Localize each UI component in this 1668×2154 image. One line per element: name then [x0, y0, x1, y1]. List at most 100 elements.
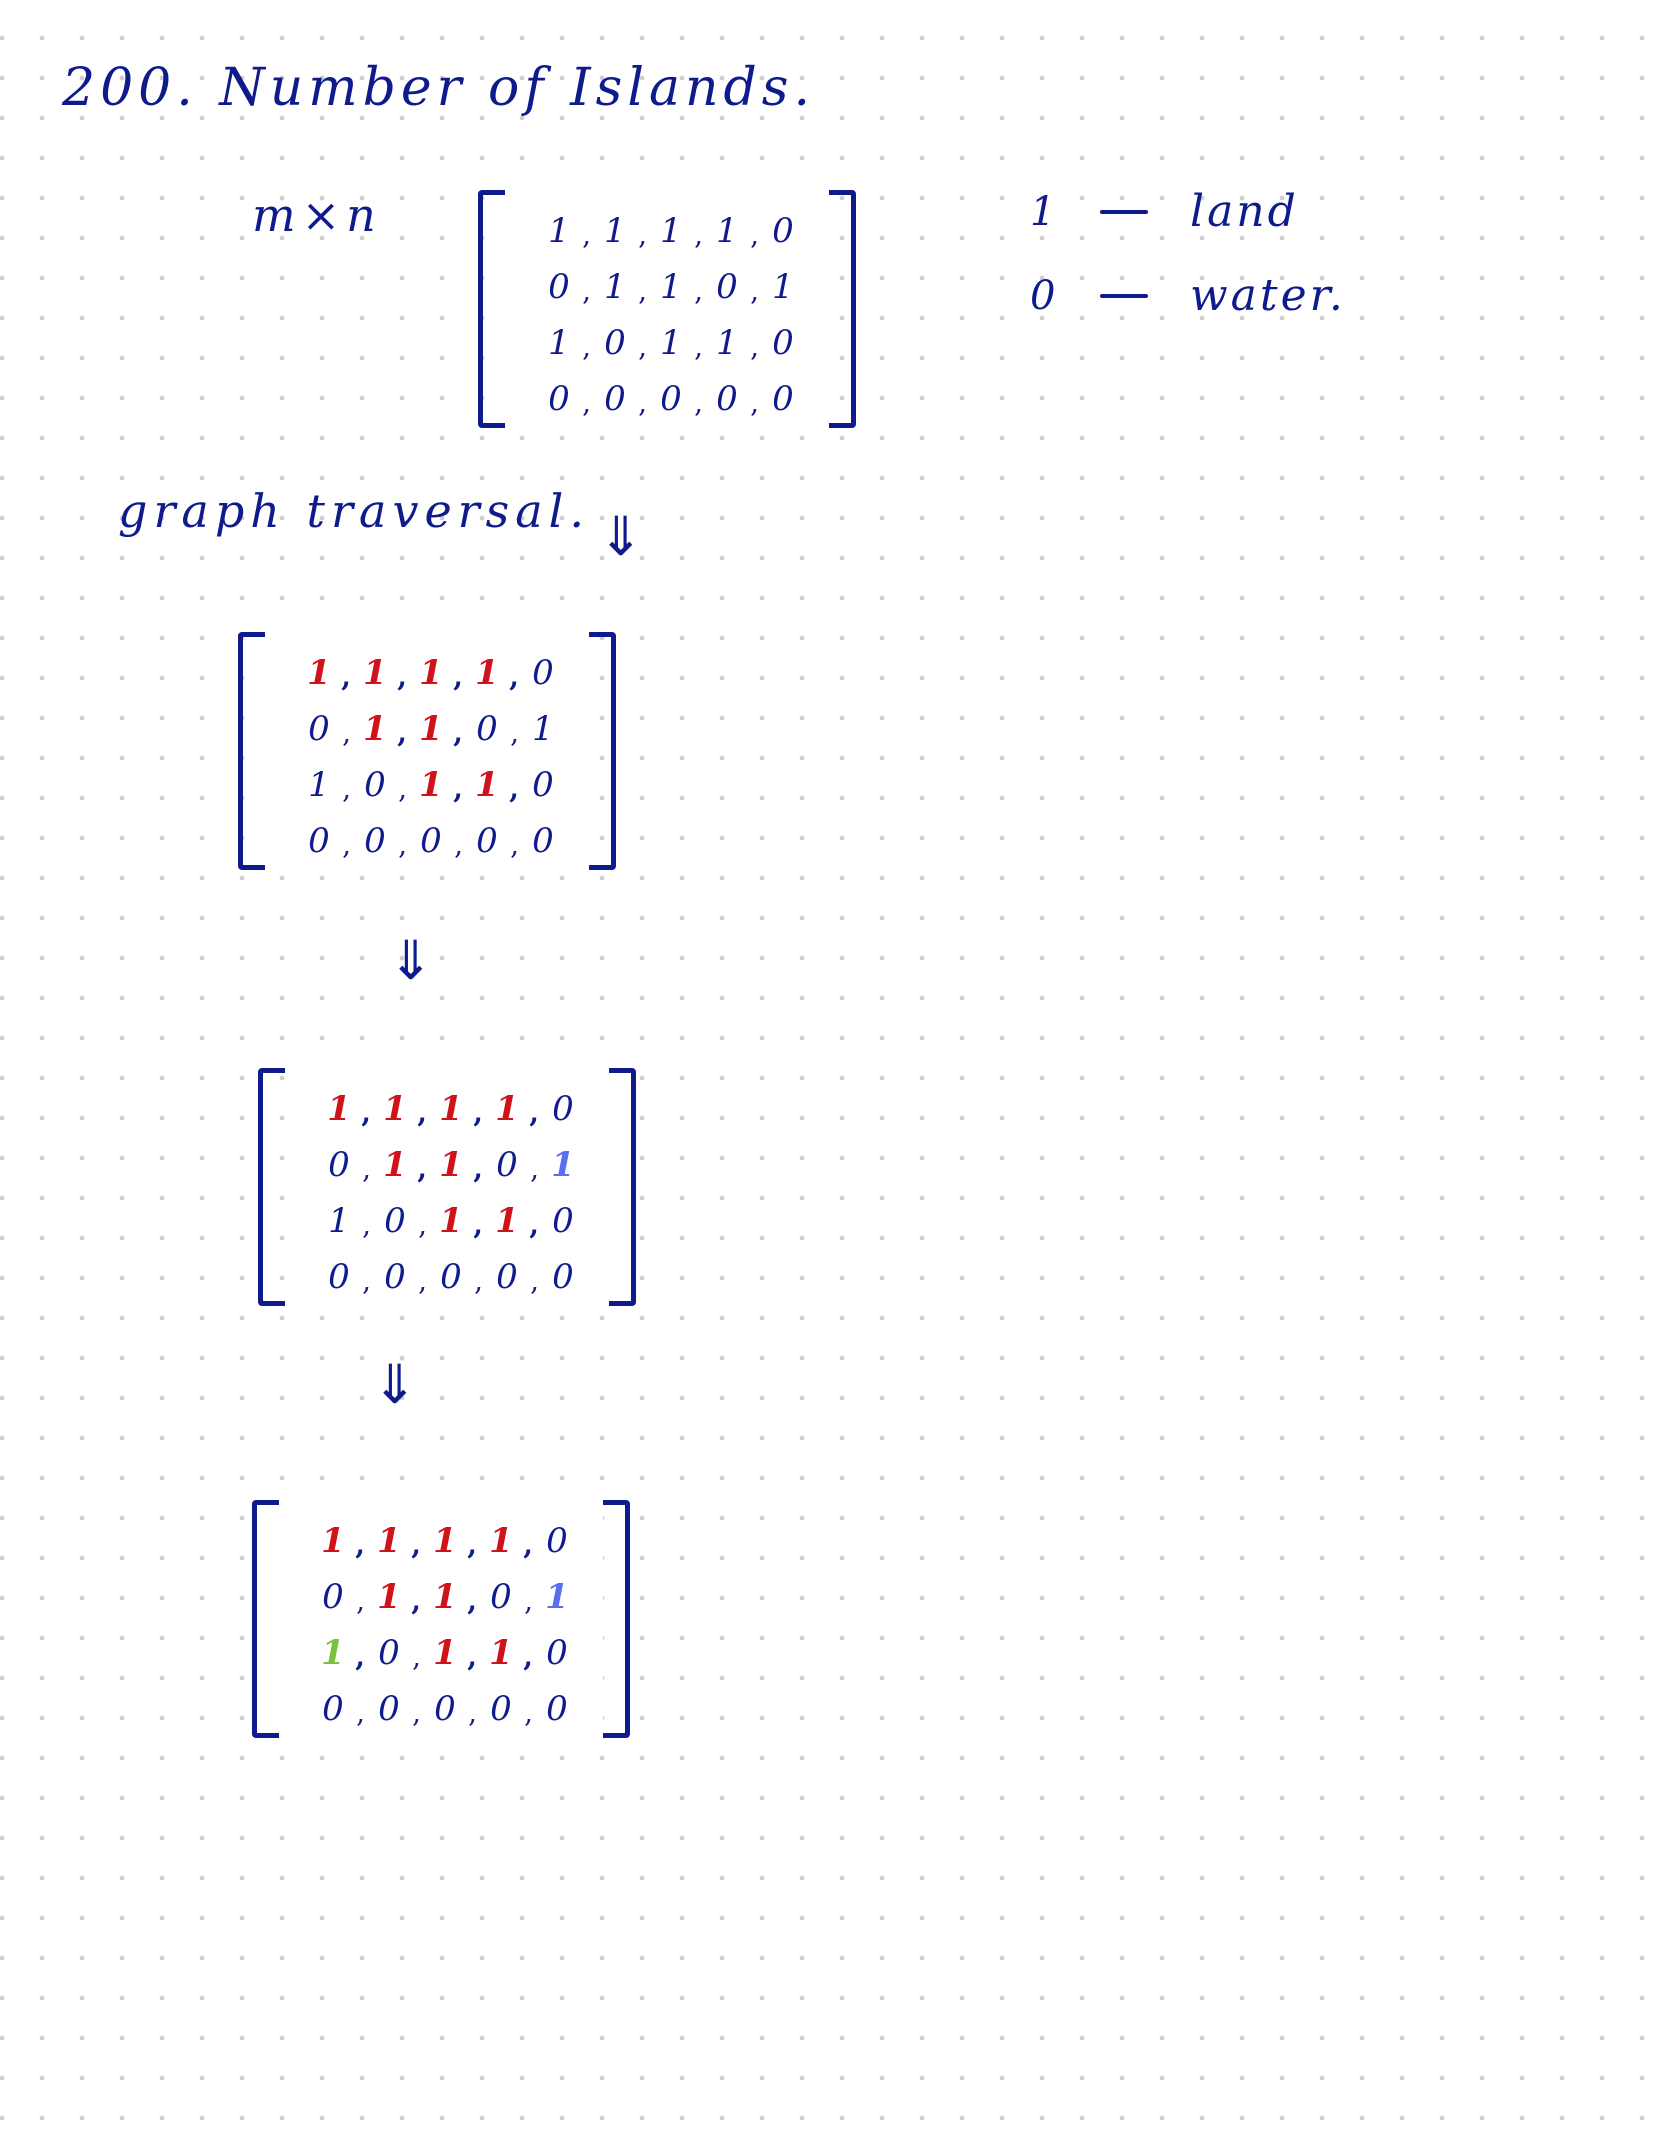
- legend-land: 1 land: [1030, 186, 1299, 237]
- matrix-cell: 1: [699, 315, 759, 371]
- matrix-cell: 0: [361, 1625, 421, 1681]
- matrix-cell: 0: [347, 757, 407, 813]
- matrix-cell: 1: [699, 203, 759, 259]
- down-arrow-icon: ⇓: [598, 505, 644, 568]
- matrix-cell: 0: [473, 1569, 533, 1625]
- matrix-cell: 0: [423, 1249, 483, 1305]
- traversal-matrix-step-3: 11110011011011000000: [252, 1499, 630, 1739]
- matrix-cell: 0: [531, 259, 591, 315]
- matrix-cell: 0: [367, 1193, 427, 1249]
- matrix-cell: 1: [305, 1513, 365, 1569]
- matrix-cell: 0: [367, 1249, 427, 1305]
- matrix-cell: 0: [291, 813, 351, 869]
- matrix-cell: 0: [699, 259, 759, 315]
- legend-symbol: 1: [1030, 188, 1056, 235]
- matrix-cell: 0: [772, 323, 794, 363]
- matrix-cell: 0: [459, 701, 519, 757]
- matrix-cell: 0: [479, 1137, 539, 1193]
- matrix-grid: 11110011011011000000: [305, 1513, 585, 1737]
- matrix-cell: 1: [347, 645, 407, 701]
- matrix-cell: 0: [347, 813, 407, 869]
- matrix-cell: 1: [473, 1625, 533, 1681]
- matrix-cell: 1: [311, 1081, 371, 1137]
- matrix-cell: 0: [532, 821, 554, 861]
- matrix-cell: 1: [459, 645, 519, 701]
- matrix-grid: 11110011011011000000: [311, 1081, 591, 1305]
- matrix-cell: 1: [291, 757, 351, 813]
- dimensions-label: m×n: [252, 188, 382, 242]
- matrix-cell: 0: [305, 1569, 365, 1625]
- legend-dash: [1100, 293, 1148, 298]
- matrix-cell: 1: [532, 709, 554, 749]
- section-subtitle: graph traversal.: [118, 484, 591, 538]
- matrix-cell: 1: [479, 1193, 539, 1249]
- matrix-cell: 1: [643, 315, 703, 371]
- matrix-cell: 0: [546, 1633, 568, 1673]
- matrix-cell: 1: [403, 757, 463, 813]
- page-title: 200. Number of Islands.: [62, 58, 815, 118]
- matrix-cell: 1: [551, 1145, 575, 1185]
- traversal-matrix-step-2: 11110011011011000000: [258, 1067, 636, 1307]
- matrix-cell: 1: [403, 645, 463, 701]
- matrix-cell: 1: [367, 1137, 427, 1193]
- matrix-cell: 1: [291, 645, 351, 701]
- matrix-cell: 0: [552, 1089, 574, 1129]
- matrix-cell: 1: [417, 1625, 477, 1681]
- matrix-cell: 1: [423, 1193, 483, 1249]
- matrix-cell: 0: [532, 653, 554, 693]
- matrix-cell: 0: [473, 1681, 533, 1737]
- matrix-cell: 1: [361, 1513, 421, 1569]
- legend-meaning: land: [1190, 186, 1299, 237]
- legend-water: 0 water.: [1030, 270, 1346, 321]
- matrix-cell: 1: [643, 259, 703, 315]
- matrix-cell: 1: [459, 757, 519, 813]
- matrix-cell: 0: [479, 1249, 539, 1305]
- matrix-cell: 1: [479, 1081, 539, 1137]
- legend-symbol: 0: [1030, 272, 1056, 319]
- down-arrow-icon: ⇓: [372, 1353, 418, 1416]
- matrix-cell: 1: [545, 1577, 569, 1617]
- matrix-cell: 0: [699, 371, 759, 427]
- matrix-cell: 0: [291, 701, 351, 757]
- matrix-cell: 1: [417, 1569, 477, 1625]
- matrix-cell: 1: [473, 1513, 533, 1569]
- matrix-cell: 1: [423, 1137, 483, 1193]
- traversal-matrix-step-1: 11110011011011000000: [238, 631, 616, 871]
- matrix-cell: 0: [531, 371, 591, 427]
- matrix-cell: 0: [552, 1257, 574, 1297]
- matrix-cell: 0: [772, 211, 794, 251]
- matrix-cell: 0: [459, 813, 519, 869]
- matrix-cell: 1: [531, 203, 591, 259]
- input-matrix: 11110011011011000000: [478, 189, 856, 429]
- matrix-cell: 1: [772, 267, 794, 307]
- matrix-cell: 1: [361, 1569, 421, 1625]
- matrix-cell: 0: [311, 1137, 371, 1193]
- legend-dash: [1100, 209, 1148, 214]
- matrix-cell: 0: [552, 1201, 574, 1241]
- matrix-grid: 11110011011011000000: [531, 203, 811, 427]
- matrix-cell: 1: [367, 1081, 427, 1137]
- matrix-cell: 1: [643, 203, 703, 259]
- matrix-cell: 0: [311, 1249, 371, 1305]
- matrix-cell: 1: [347, 701, 407, 757]
- matrix-cell: 1: [587, 203, 647, 259]
- matrix-cell: 0: [643, 371, 703, 427]
- matrix-cell: 0: [546, 1689, 568, 1729]
- matrix-cell: 0: [772, 379, 794, 419]
- matrix-grid: 11110011011011000000: [291, 645, 571, 869]
- matrix-cell: 1: [305, 1625, 365, 1681]
- matrix-cell: 1: [531, 315, 591, 371]
- matrix-cell: 1: [311, 1193, 371, 1249]
- matrix-cell: 0: [587, 315, 647, 371]
- matrix-cell: 0: [403, 813, 463, 869]
- matrix-cell: 1: [417, 1513, 477, 1569]
- matrix-cell: 1: [587, 259, 647, 315]
- matrix-cell: 0: [417, 1681, 477, 1737]
- matrix-cell: 0: [361, 1681, 421, 1737]
- matrix-cell: 0: [532, 765, 554, 805]
- matrix-cell: 0: [587, 371, 647, 427]
- matrix-cell: 1: [423, 1081, 483, 1137]
- matrix-cell: 1: [403, 701, 463, 757]
- legend-meaning: water.: [1190, 270, 1346, 321]
- matrix-cell: 0: [546, 1521, 568, 1561]
